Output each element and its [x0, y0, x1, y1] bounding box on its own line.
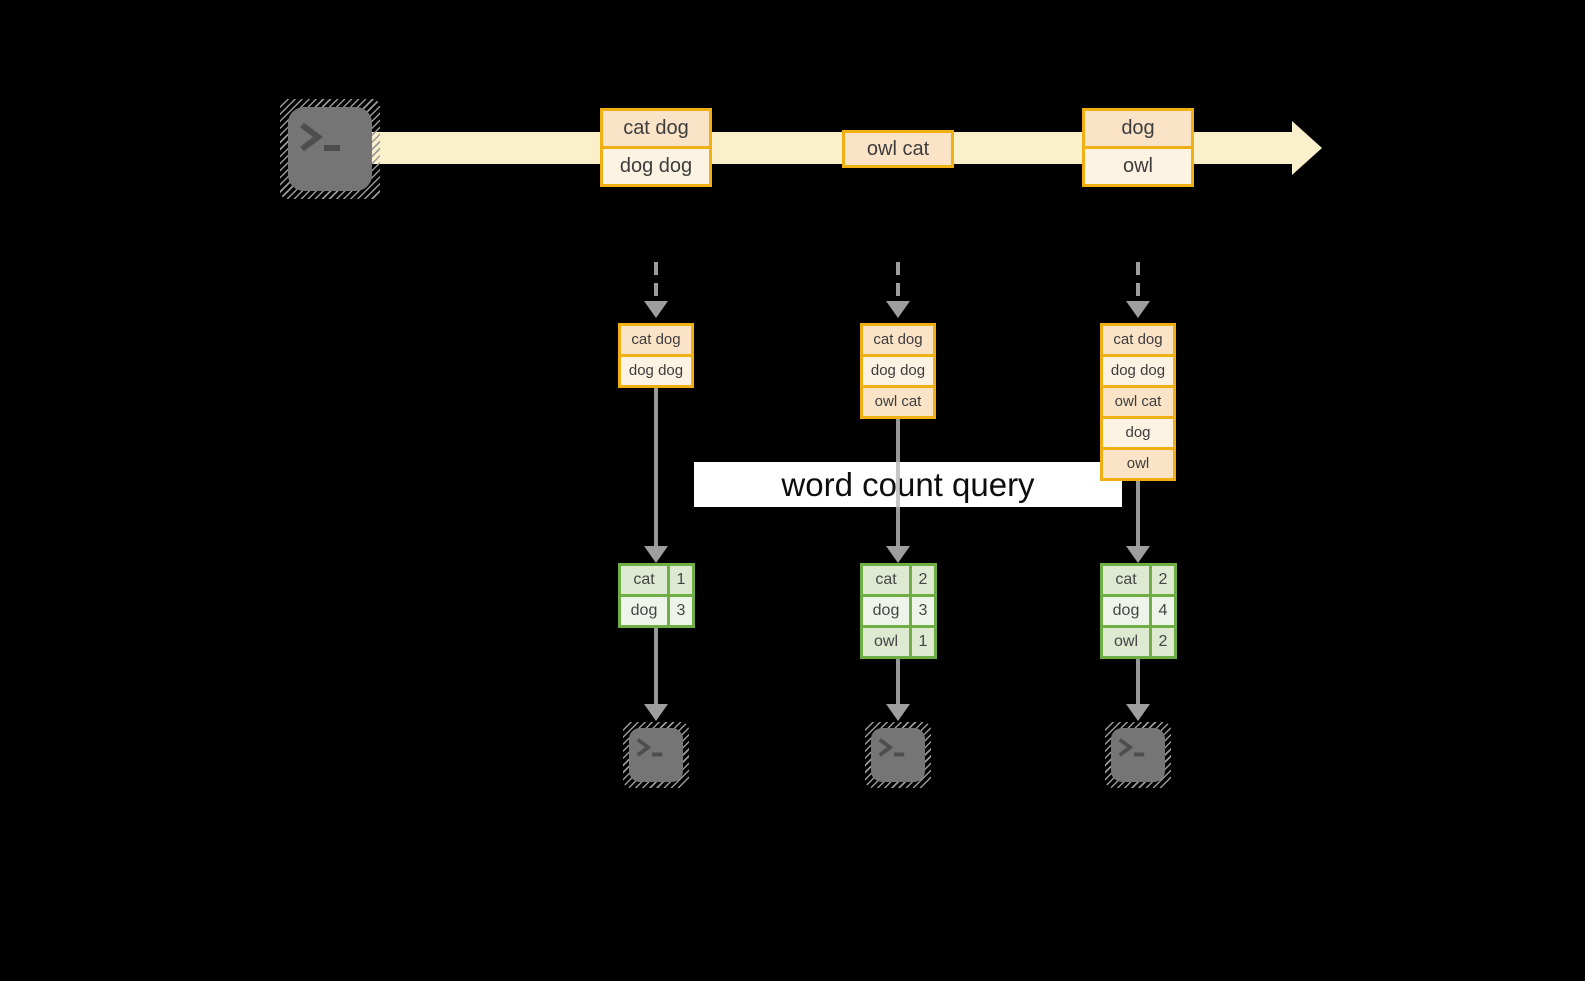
ingest-arrow-dash [1136, 262, 1140, 275]
prompt-icon [636, 738, 663, 757]
buffer-record: cat dog [621, 326, 691, 354]
query-label: word count query [694, 462, 1122, 507]
buffer-record: dog [1103, 419, 1173, 447]
output-arrow-line [654, 627, 658, 706]
buffer-record: cat dog [1103, 326, 1173, 354]
arrow-down-icon [886, 301, 910, 318]
count-word-cell: cat [621, 566, 667, 594]
arrow-down-icon [1126, 301, 1150, 318]
terminal-source-icon [280, 99, 380, 199]
count-table-2: cat 2 dog 3 owl 1 [860, 563, 937, 659]
arrow-down-icon [644, 704, 668, 721]
stream-event-box-3: dog owl [1082, 108, 1194, 187]
count-word-cell: cat [863, 566, 909, 594]
count-value-cell: 3 [670, 597, 692, 625]
count-value-cell: 1 [912, 628, 934, 656]
count-word-cell: dog [1103, 597, 1149, 625]
query-arrow-line [896, 417, 900, 548]
arrow-down-icon [886, 704, 910, 721]
count-value-cell: 1 [670, 566, 692, 594]
count-word-cell: cat [1103, 566, 1149, 594]
stream-record: owl cat [845, 133, 951, 165]
stream-record: cat dog [603, 111, 709, 146]
stream-event-box-2: owl cat [842, 130, 954, 168]
stream-record: dog [1085, 111, 1191, 146]
count-value-cell: 3 [912, 597, 934, 625]
event-buffer-2: cat dog dog dog owl cat [860, 323, 936, 419]
query-arrow-line [654, 386, 658, 548]
count-table-3: cat 2 dog 4 owl 2 [1100, 563, 1177, 659]
arrow-down-icon [644, 546, 668, 563]
event-buffer-3: cat dog dog dog owl cat dog owl [1100, 323, 1176, 481]
buffer-record: owl cat [1103, 388, 1173, 416]
query-arrow-line [1136, 479, 1140, 548]
terminal-sink-icon-3 [1105, 722, 1171, 788]
buffer-record: cat dog [863, 326, 933, 354]
buffer-record: dog dog [1103, 357, 1173, 385]
terminal-sink-icon-1 [623, 722, 689, 788]
ingest-arrow-dash [654, 283, 658, 296]
buffer-record: dog dog [863, 357, 933, 385]
count-word-cell: dog [863, 597, 909, 625]
ingest-arrow-dash [896, 262, 900, 275]
arrow-down-icon [1126, 704, 1150, 721]
ingest-arrow-dash [896, 283, 900, 296]
event-buffer-1: cat dog dog dog [618, 323, 694, 388]
ingest-arrow-dash [1136, 283, 1140, 296]
prompt-icon [878, 738, 905, 757]
count-value-cell: 2 [1152, 628, 1174, 656]
buffer-record: owl [1103, 450, 1173, 478]
output-arrow-line [896, 657, 900, 706]
count-word-cell: dog [621, 597, 667, 625]
buffer-record: owl cat [863, 388, 933, 416]
count-value-cell: 2 [1152, 566, 1174, 594]
prompt-icon [1118, 738, 1145, 757]
prompt-icon [300, 122, 340, 152]
count-word-cell: owl [863, 628, 909, 656]
count-word-cell: owl [1103, 628, 1149, 656]
count-value-cell: 2 [912, 566, 934, 594]
terminal-sink-icon-2 [865, 722, 931, 788]
stream-record: owl [1085, 149, 1191, 184]
arrow-down-icon [886, 546, 910, 563]
arrow-down-icon [644, 301, 668, 318]
arrow-down-icon [1126, 546, 1150, 563]
buffer-record: dog dog [621, 357, 691, 385]
count-table-1: cat 1 dog 3 [618, 563, 695, 628]
stream-event-box-1: cat dog dog dog [600, 108, 712, 187]
arrow-right-icon [1292, 121, 1322, 175]
ingest-arrow-dash [654, 262, 658, 275]
count-value-cell: 4 [1152, 597, 1174, 625]
stream-record: dog dog [603, 149, 709, 184]
output-arrow-line [1136, 657, 1140, 706]
